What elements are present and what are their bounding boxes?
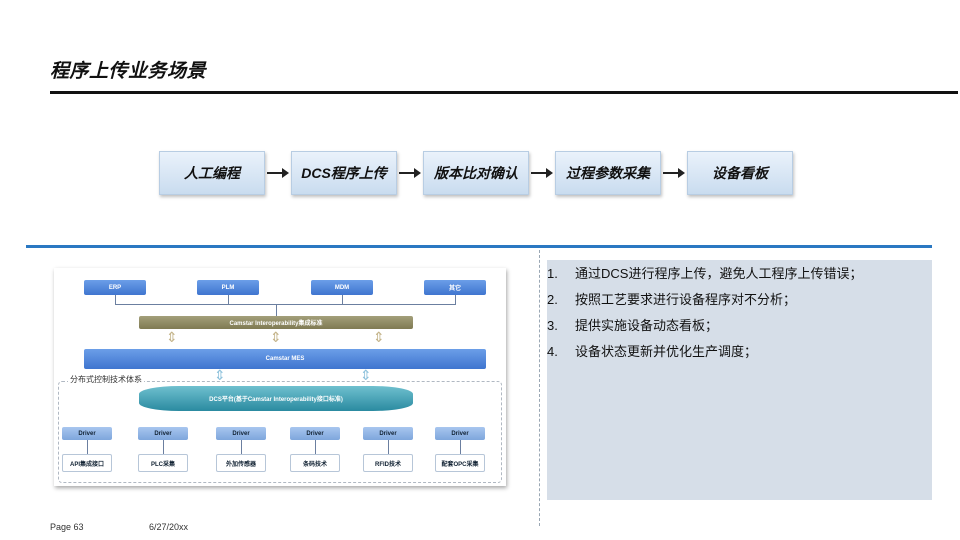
module-sensor: 外加传感器 [216, 454, 266, 472]
mes-bar: Camstar MES [84, 349, 486, 369]
connector-line [455, 295, 456, 304]
connector-line [241, 440, 242, 454]
flow-step-5: 设备看板 [687, 151, 793, 195]
system-plm: PLM [197, 280, 259, 295]
connector-line [115, 304, 456, 305]
flow-step-3: 版本比对确认 [423, 151, 529, 195]
title-underline [50, 91, 958, 94]
driver-box: Driver [62, 427, 112, 440]
list-item: 3.提供实施设备动态看板； [547, 318, 719, 333]
flow-arrow-icon [399, 168, 421, 178]
double-arrow-icon: ⇕ [166, 329, 178, 345]
flow-step-4: 过程参数采集 [555, 151, 661, 195]
system-other: 其它 [424, 280, 486, 295]
module-api: API集成接口 [62, 454, 112, 472]
connector-line [342, 295, 343, 304]
column-divider [539, 250, 540, 526]
driver-box: Driver [138, 427, 188, 440]
flow-arrow-icon [267, 168, 289, 178]
region-label: 分布式控制技术体系 [68, 374, 144, 385]
list-item: 1.通过DCS进行程序上传，避免人工程序上传错误； [547, 266, 863, 281]
flow-arrow-icon [663, 168, 685, 178]
double-arrow-icon: ⇕ [214, 367, 226, 383]
system-erp: ERP [84, 280, 146, 295]
section-divider [26, 245, 932, 248]
control-region [58, 381, 502, 483]
module-opc: 配套OPC采集 [435, 454, 485, 472]
list-item: 2.按照工艺要求进行设备程序对不分析； [547, 292, 797, 307]
flow-step-1: 人工编程 [159, 151, 265, 195]
module-plc: PLC采集 [138, 454, 188, 472]
connector-line [276, 304, 277, 316]
connector-line [115, 295, 116, 304]
connector-line [315, 440, 316, 454]
module-barcode: 条码技术 [290, 454, 340, 472]
driver-box: Driver [290, 427, 340, 440]
double-arrow-icon: ⇕ [270, 329, 282, 345]
page-number: Page 63 [50, 522, 84, 532]
connector-line [87, 440, 88, 454]
flow-arrow-icon [531, 168, 553, 178]
benefits-list: 1.通过DCS进行程序上传，避免人工程序上传错误； 2.按照工艺要求进行设备程序… [547, 265, 862, 369]
double-arrow-icon: ⇕ [373, 329, 385, 345]
driver-box: Driver [216, 427, 266, 440]
list-item: 4.设备状态更新并优化生产调度； [547, 344, 758, 359]
double-arrow-icon: ⇕ [360, 367, 372, 383]
system-mdm: MDM [311, 280, 373, 295]
driver-box: Driver [435, 427, 485, 440]
architecture-diagram: ERP PLM MDM 其它 Camstar Interoperability集… [54, 268, 506, 486]
page-title: 程序上传业务场景 [50, 61, 207, 82]
benefits-panel: 1.通过DCS进行程序上传，避免人工程序上传错误； 2.按照工艺要求进行设备程序… [547, 260, 932, 500]
dcs-platform: DCS平台(基于Camstar Interoperability接口标准) [139, 386, 413, 411]
connector-line [388, 440, 389, 454]
flow-step-2: DCS程序上传 [291, 151, 397, 195]
connector-line [460, 440, 461, 454]
driver-box: Driver [363, 427, 413, 440]
module-rfid: RFID技术 [363, 454, 413, 472]
connector-line [228, 295, 229, 304]
footer-date: 6/27/20xx [149, 522, 189, 532]
connector-line [163, 440, 164, 454]
integration-standard-bar: Camstar Interoperability集成标准 [139, 316, 413, 329]
